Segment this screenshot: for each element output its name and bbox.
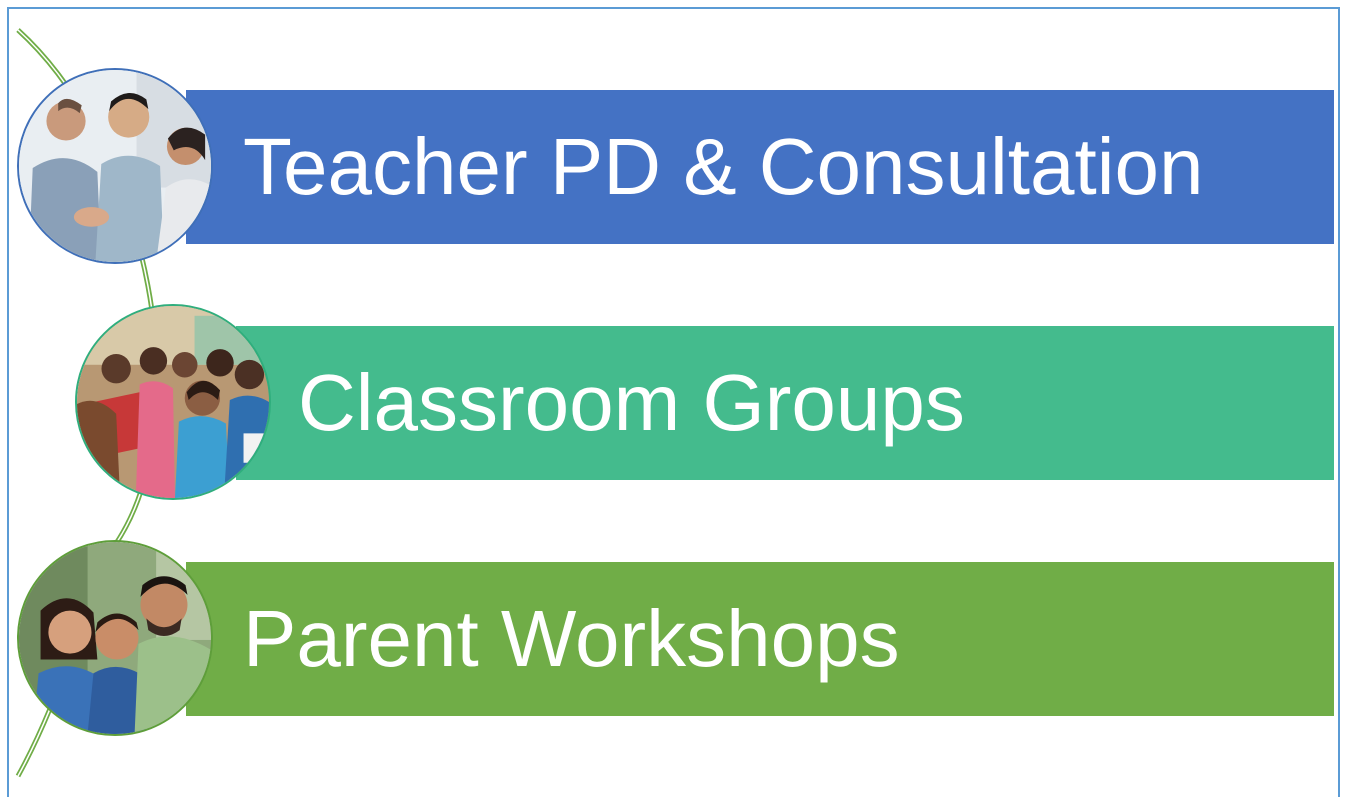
- classroom-children-photo: [75, 304, 271, 500]
- teacher-consultation-photo: [17, 68, 213, 264]
- parent-workshops-label: Parent Workshops: [243, 594, 900, 683]
- classroom-groups-bar: Classroom Groups: [236, 326, 1334, 480]
- teacher-pd-bar: Teacher PD & Consultation: [186, 90, 1334, 244]
- teacher-pd-label: Teacher PD & Consultation: [243, 122, 1204, 211]
- parent-workshops-bar: Parent Workshops: [186, 562, 1334, 716]
- classroom-groups-label: Classroom Groups: [298, 358, 965, 447]
- family-photo: [17, 540, 213, 736]
- diagram-frame: [7, 7, 1340, 797]
